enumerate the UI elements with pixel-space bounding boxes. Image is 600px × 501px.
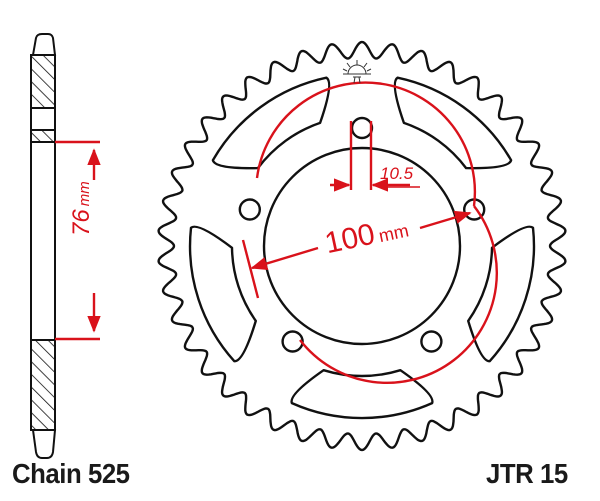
bore-height-value: 76 <box>68 209 95 236</box>
lightening-window <box>290 369 434 420</box>
bolt-hole <box>420 330 443 353</box>
sprocket-teeth <box>157 40 567 452</box>
bolt-hole-dimension-label: 10.5 <box>380 164 414 183</box>
bore-height-unit: mm <box>76 181 93 207</box>
pcd-unit: mm <box>376 220 411 247</box>
lightening-window <box>211 76 331 170</box>
lightening-window <box>188 225 257 363</box>
bolt-hole <box>281 330 304 353</box>
bore-dimension <box>55 140 101 341</box>
part-number-label: JTR 15 <box>486 458 568 489</box>
bolt-hole <box>350 116 374 140</box>
lightening-window <box>393 76 513 170</box>
center-bore <box>262 146 462 346</box>
sprocket-face <box>157 40 567 452</box>
lightening-window <box>467 225 536 363</box>
bore-height-dimension-label: 76mm <box>68 181 96 236</box>
side-profile <box>30 33 57 459</box>
bolt-hole <box>238 198 262 221</box>
chain-size-label: Chain 525 <box>12 458 130 489</box>
pcd-dimension <box>241 81 498 384</box>
sun-logo-icon <box>342 60 372 84</box>
